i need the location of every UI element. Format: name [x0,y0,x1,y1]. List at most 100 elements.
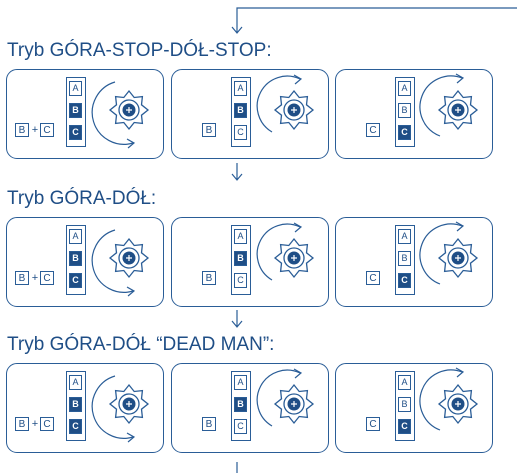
combo-key: C [366,271,380,285]
combo-key: C [366,123,380,137]
section-title: Tryb GÓRA-STOP-DÓŁ-STOP: [7,40,272,61]
rotation-arrow-icon [256,223,301,281]
rotation-arrow-icon [91,375,134,439]
combo-key: C [40,271,54,285]
remote-button-a: A [234,81,247,96]
remote-button-c: C [398,273,411,288]
knob-center-mark [291,401,297,407]
combo-key: B [15,417,29,431]
remote-button-a: A [69,81,82,96]
combo-key: B [15,271,29,285]
knob-illustration [256,74,315,133]
knob-illustration [91,81,150,149]
connector-arrow-2 [231,310,243,328]
arrowhead-icon [455,367,465,378]
arrowhead-icon [293,222,303,233]
remote-button-b: B [234,103,247,118]
remote-button-b: B [398,251,411,266]
knob-illustration [256,368,315,427]
rotation-arrow-icon [91,229,134,293]
knob-center-mark [455,401,461,407]
remote-button-b: B [69,397,82,412]
knob-center-mark [291,255,297,261]
knob-illustration [419,73,479,137]
rotation-arrow-icon [419,369,463,431]
remote-button-b: B [234,397,247,412]
remote-button-a: A [69,229,82,244]
knob-center-mark [455,255,461,261]
knob-center-mark [126,401,132,407]
knob-center-mark [126,255,132,261]
combo-key: C [366,417,380,431]
remote-button-c: C [234,125,247,140]
remote-button-a: A [398,375,411,390]
combo-key: B [202,417,216,431]
remote-button-c: C [398,419,411,434]
knob-illustration [419,221,479,285]
knob-illustration [91,375,150,443]
arrowhead-icon [126,286,136,297]
remote-button-c: C [234,419,247,434]
combo-plus: + [31,418,39,430]
remote-button-b: B [234,251,247,266]
knob-illustration [91,229,150,297]
remote-button-b: B [398,103,411,118]
top-connector-arrow [231,26,243,34]
knob-illustration [256,222,315,281]
combo-key: C [40,123,54,137]
arrowhead-icon [293,74,303,85]
combo-plus: + [31,124,39,136]
remote-button-a: A [398,229,411,244]
section-title: Tryb GÓRA-DÓŁ “DEAD MAN”: [7,334,275,355]
combo-key: C [40,417,54,431]
rotation-arrow-icon [256,369,301,427]
rotation-arrow-icon [419,75,463,137]
knob-center-mark [455,107,461,113]
remote-button-a: A [234,229,247,244]
remote-button-a: A [234,375,247,390]
connector-arrow-1 [231,163,243,181]
remote-button-b: B [69,251,82,266]
arrowhead-icon [293,368,303,379]
knob-center-mark [126,107,132,113]
section-title: Tryb GÓRA-DÓŁ: [7,188,157,209]
arrowhead-icon [455,73,465,84]
knob-center-mark [291,107,297,113]
remote-button-b: B [398,397,411,412]
top-connector-line [236,7,517,33]
remote-button-a: A [69,375,82,390]
arrowhead-icon [126,432,136,443]
remote-button-c: C [69,273,82,288]
remote-button-b: B [69,103,82,118]
combo-key: B [202,123,216,137]
combo-key: B [202,271,216,285]
remote-button-c: C [69,419,82,434]
combo-plus: + [31,272,39,284]
rotation-arrow-icon [419,223,463,285]
arrowhead-icon [126,138,136,149]
remote-button-c: C [398,125,411,140]
combo-key: B [15,123,29,137]
rotation-arrow-icon [256,75,301,133]
remote-button-c: C [69,125,82,140]
knob-illustration [419,367,479,431]
arrowhead-icon [455,221,465,232]
remote-button-a: A [398,81,411,96]
